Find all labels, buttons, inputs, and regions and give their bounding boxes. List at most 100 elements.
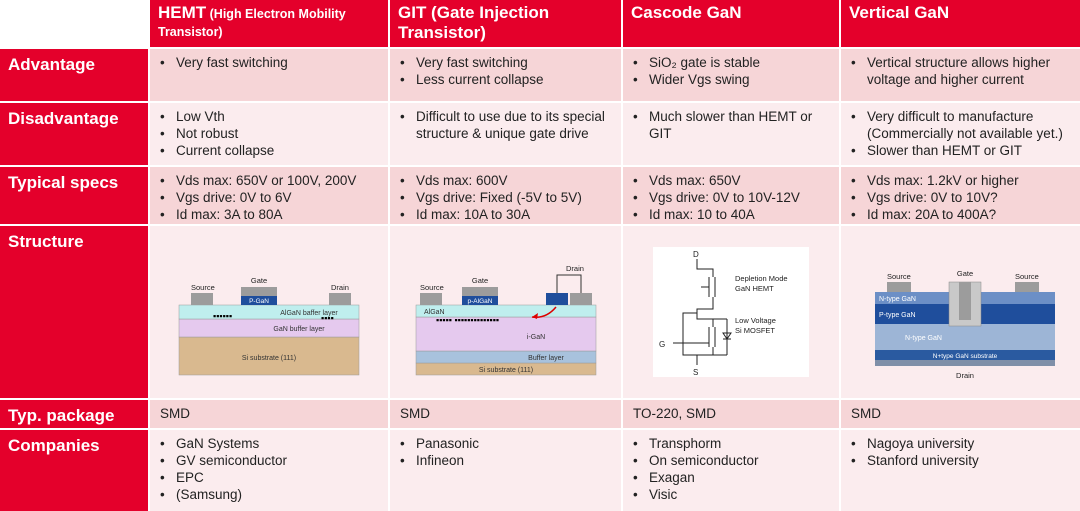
git-buffer-layer <box>415 350 596 364</box>
bullet-list: Very fast switching <box>160 54 382 71</box>
specs-hemt: Vds max: 650V or 100V, 200VVgs drive: 0V… <box>150 167 388 224</box>
list-item: EPC <box>160 469 382 486</box>
companies-cascode: TransphormOn semiconductorExaganVisic <box>623 430 839 511</box>
header-vertical: Vertical GaN <box>841 0 1080 47</box>
list-item: Slower than HEMT or GIT <box>851 142 1080 159</box>
list-item: Id max: 20A to 400A? <box>851 206 1080 223</box>
bullet-list: Vds max: 650V or 100V, 200VVgs drive: 0V… <box>160 172 382 223</box>
list-item: Wider Vgs swing <box>633 71 833 88</box>
list-item: Id max: 3A to 80A <box>160 206 382 223</box>
list-item: Current collapse <box>160 142 382 159</box>
row-label-specs: Typical specs <box>0 167 148 224</box>
cascode-wires <box>696 259 714 365</box>
hemt-drain-pad <box>329 293 351 305</box>
hemt-source-label: Source <box>191 283 215 292</box>
bullet-list: PanasonicInfineon <box>400 435 615 469</box>
git-palgan-block <box>461 296 498 305</box>
cascode-diode-symbol <box>722 319 732 355</box>
disadvantage-hemt: Low VthNot robustCurrent collapse <box>150 103 388 165</box>
hemt-substrate-label: Si substrate (111) <box>242 355 296 362</box>
hemt-electrons-right: ▪▪▪▪ <box>321 313 334 323</box>
row-label-advantage: Advantage <box>0 49 148 101</box>
advantage-cascode: SiO₂ gate is stableWider Vgs swing <box>623 49 839 101</box>
list-item: GaN Systems <box>160 435 382 452</box>
package-git: SMD <box>390 400 621 428</box>
hemt-gate-metal <box>241 287 277 296</box>
git-structure-diagram: Si substrate (111) Buffer layer i-GaN Al… <box>415 264 596 376</box>
list-item: Id max: 10A to 30A <box>400 206 615 223</box>
list-item: Vds max: 600V <box>400 172 615 189</box>
disadvantage-cascode: Much slower than HEMT or GIT <box>623 103 839 165</box>
list-item: Visic <box>633 486 833 503</box>
bullet-list: Vds max: 1.2kV or higherVgs drive: 0V to… <box>851 172 1080 223</box>
list-item: Vds max: 650V or 100V, 200V <box>160 172 382 189</box>
git-drain-label: Drain <box>566 264 584 273</box>
header-cascode: Cascode GaN <box>623 0 839 47</box>
bullet-list: Vertical structure allows higher voltage… <box>851 54 1080 88</box>
git-gate-metal <box>461 287 498 296</box>
package-cascode: TO-220, SMD <box>623 400 839 428</box>
list-item: Id max: 10 to 40A <box>633 206 833 223</box>
structure-hemt: Si substrate (111) GaN buffer layer AlGa… <box>150 226 388 398</box>
package-vertical: SMD <box>841 400 1080 428</box>
git-substrate-label: Si substrate (111) <box>478 367 532 374</box>
list-item: Very fast switching <box>400 54 615 71</box>
git-palgan-label: p-AlGaN <box>467 298 492 305</box>
disadvantage-vertical: Very difficult to manufacture (Commercia… <box>841 103 1080 165</box>
cascode-gate-link <box>682 312 697 356</box>
vertical-source2-label: Source <box>1015 272 1039 281</box>
list-item: Less current collapse <box>400 71 615 88</box>
list-item: Difficult to use due to its special stru… <box>400 108 615 142</box>
hemt-gate-label: Gate <box>251 276 267 285</box>
list-item: Much slower than HEMT or GIT <box>633 108 833 142</box>
cascode-hemt-symbol <box>701 277 716 297</box>
list-item: (Samsung) <box>160 486 382 503</box>
git-gate-label: Gate <box>471 276 487 285</box>
hemt-algan-label: AlGaN baffer layer <box>280 310 338 317</box>
bullet-list: Vds max: 600VVgs drive: Fixed (-5V to 5V… <box>400 172 615 223</box>
bullet-list: Much slower than HEMT or GIT <box>633 108 833 142</box>
header-vertical-title: Vertical GaN <box>849 3 950 22</box>
list-item: Panasonic <box>400 435 615 452</box>
git-igan-label: i-GaN <box>526 334 544 341</box>
list-item: Low Vth <box>160 108 382 125</box>
list-item: Vgs drive: 0V to 6V <box>160 189 382 206</box>
list-item: Vertical structure allows higher voltage… <box>851 54 1080 88</box>
header-git: GIT (Gate Injection Transistor) <box>390 0 621 47</box>
list-item: Very difficult to manufacture (Commercia… <box>851 108 1080 142</box>
list-item: Vgs drive: 0V to 10V? <box>851 189 1080 206</box>
vertical-sub-label: N+type GaN substrate <box>932 353 997 360</box>
advantage-vertical: Vertical structure allows higher voltage… <box>841 49 1080 101</box>
structure-vertical: Drain N+type GaN substrate N-type GaN P-… <box>841 226 1080 398</box>
vertical-substrate <box>874 350 1055 360</box>
vertical-structure-diagram: Drain N+type GaN substrate N-type GaN P-… <box>874 269 1055 380</box>
bullet-list: Low VthNot robustCurrent collapse <box>160 108 382 159</box>
git-arrow-head <box>531 313 538 319</box>
list-item: Exagan <box>633 469 833 486</box>
git-igan-layer <box>415 316 596 352</box>
bullet-list: GaN SystemsGV semiconductorEPC(Samsung) <box>160 435 382 503</box>
header-cascode-title: Cascode GaN <box>631 3 742 22</box>
cascode-g-label: G <box>659 340 665 349</box>
header-hemt-subtitle: (High Electron Mobility Transistor) <box>158 7 346 39</box>
vertical-source1-pad <box>886 282 911 292</box>
vertical-source1-label: Source <box>887 272 911 281</box>
hemt-pgan-block <box>241 296 277 305</box>
hemt-substrate <box>178 336 360 376</box>
cascode-lv2-label: Si MOSFET <box>735 326 775 335</box>
advantage-hemt: Very fast switching <box>150 49 388 101</box>
specs-vertical: Vds max: 1.2kV or higherVgs drive: 0V to… <box>841 167 1080 224</box>
bullet-list: Very difficult to manufacture (Commercia… <box>851 108 1080 159</box>
git-source-pad <box>419 293 442 305</box>
git-drain-wire <box>556 274 581 293</box>
bullet-list: TransphormOn semiconductorExaganVisic <box>633 435 833 503</box>
hemt-gan-label: GaN buffer layer <box>273 326 325 333</box>
hemt-drain-label: Drain <box>331 283 349 292</box>
structure-cascode: D G S Depletion Mode GaN HEMT Low Voltag… <box>623 226 839 398</box>
structure-git: Si substrate (111) Buffer layer i-GaN Al… <box>390 226 621 398</box>
corner-cell <box>0 0 148 47</box>
advantage-git: Very fast switchingLess current collapse <box>390 49 621 101</box>
bullet-list: Nagoya universityStanford university <box>851 435 1080 469</box>
git-algan-label: AlGaN <box>424 309 445 316</box>
list-item: Stanford university <box>851 452 1080 469</box>
